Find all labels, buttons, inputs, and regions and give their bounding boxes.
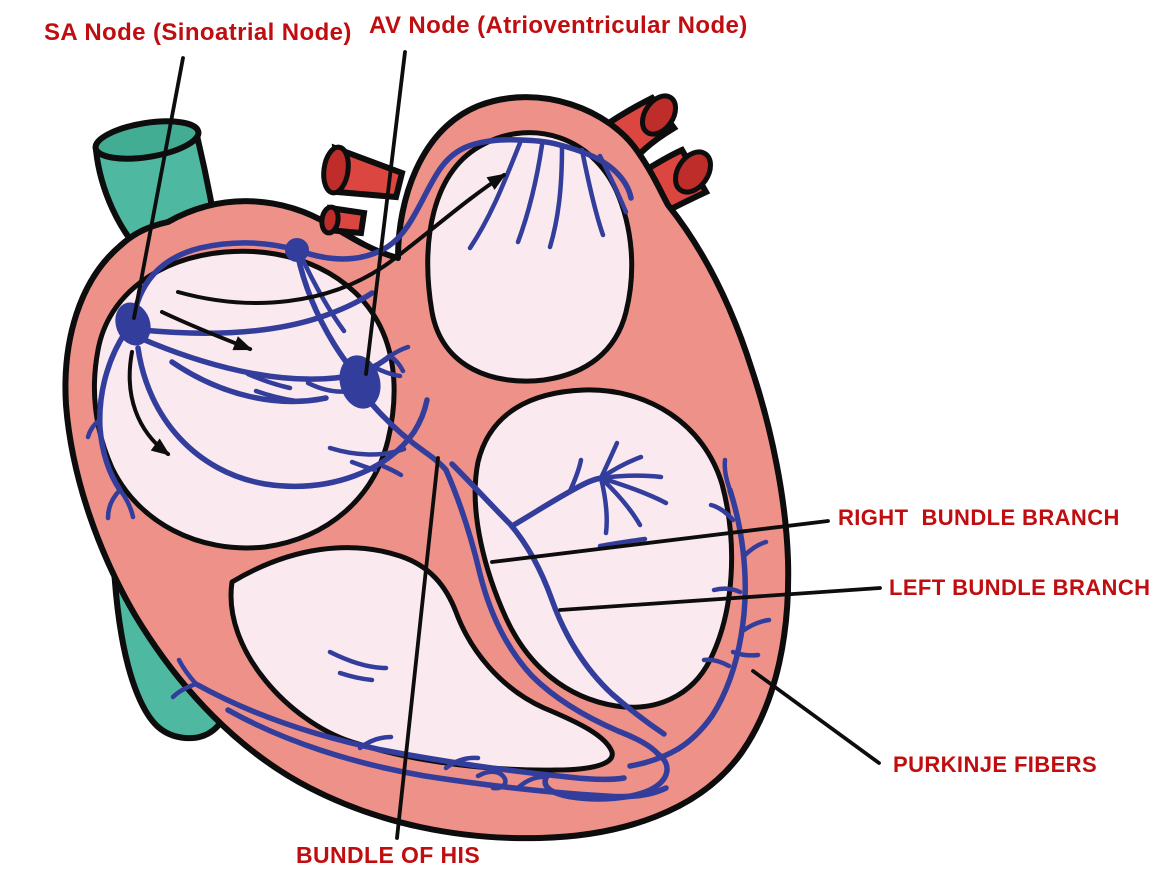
sa-node bbox=[115, 302, 151, 346]
left-bundle-branch-fiber bbox=[449, 461, 667, 737]
right-atrium-chamber bbox=[92, 248, 397, 551]
leader-lines bbox=[132, 50, 882, 840]
purkinje-fibers-leader bbox=[751, 669, 881, 765]
bundle-of-his-leader bbox=[395, 456, 440, 840]
right-bundle-branch-fiber bbox=[443, 467, 661, 757]
flow-arrow-left bbox=[127, 350, 171, 456]
sa-node-label: SA Node (Sinoatrial Node) bbox=[44, 19, 352, 46]
flow-arrow-center bbox=[160, 310, 253, 351]
sa-node-leader bbox=[132, 56, 185, 320]
av-node bbox=[339, 355, 381, 409]
pulmonary-vein-stub-upper bbox=[321, 143, 406, 201]
purkinje-fibers-right-wall bbox=[627, 457, 772, 769]
purkinje-fibers-bottom-wall bbox=[170, 649, 669, 800]
left-bundle-branch-leader bbox=[558, 586, 882, 612]
internodal-pathway bbox=[130, 240, 300, 325]
conduction-fibers bbox=[85, 137, 772, 802]
pulmonary-vein-stub-lower bbox=[319, 204, 368, 237]
right-bundle-branch-label: RIGHT BUNDLE BRANCH bbox=[838, 505, 1120, 530]
av-node-label: AV Node (Atrioventricular Node) bbox=[369, 12, 748, 39]
internodal-junction-node bbox=[285, 238, 309, 262]
purkinje-fibers-label: PURKINJE FIBERS bbox=[893, 752, 1098, 777]
bundle-of-his-label: BUNDLE OF HIS bbox=[296, 842, 481, 868]
left-bundle-branch-label: LEFT BUNDLE BRANCH bbox=[889, 575, 1151, 600]
left-atrium-chamber bbox=[425, 130, 635, 384]
av-node-leader bbox=[364, 50, 407, 376]
right-bundle-branch-leader bbox=[490, 519, 830, 564]
bundle-of-his-fiber bbox=[359, 389, 449, 473]
